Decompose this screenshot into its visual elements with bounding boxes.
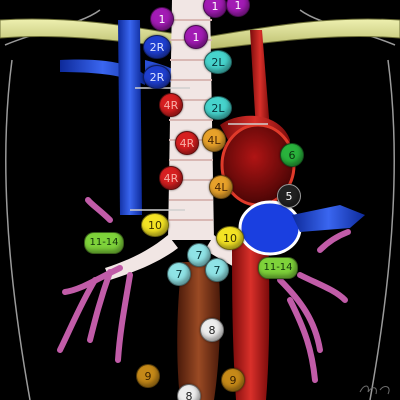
- lymph-node-station-marker: 4L: [202, 128, 226, 152]
- lymph-node-station-marker: 4R: [159, 166, 183, 190]
- lymph-node-station-marker: 7: [205, 258, 229, 282]
- lymph-node-station-marker: 8: [200, 318, 224, 342]
- lymph-node-station-marker: 10: [141, 213, 169, 237]
- lymph-node-station-marker: 7: [167, 262, 191, 286]
- lymph-node-station-marker: 8: [177, 384, 201, 400]
- lymph-node-station-marker: 2R: [143, 65, 171, 89]
- lymph-node-station-marker: 9: [136, 364, 160, 388]
- lymph-node-station-marker: 11-14: [258, 257, 298, 279]
- lymph-node-station-marker: 11-14: [84, 232, 124, 254]
- pulmonary-artery: [238, 200, 365, 256]
- lymph-node-station-marker: 7: [187, 243, 211, 267]
- lymph-node-station-marker: 4R: [159, 93, 183, 117]
- lymph-node-station-marker: 5: [277, 184, 301, 208]
- watermark-signature: [359, 385, 390, 395]
- esophagus: [177, 262, 221, 400]
- right-bronchial-tree: [277, 229, 351, 383]
- lymph-node-station-marker: 4R: [175, 131, 199, 155]
- lymph-node-station-marker: 10: [216, 226, 244, 250]
- left-carotid: [250, 30, 270, 130]
- lymph-node-station-marker: 2R: [143, 35, 171, 59]
- lymph-node-station-marker: 1: [184, 25, 208, 49]
- lymph-node-station-marker: 9: [221, 368, 245, 392]
- lymph-node-station-marker: 4L: [209, 175, 233, 199]
- lymph-node-station-marker: 2L: [204, 96, 232, 120]
- lymph-node-station-marker: 6: [280, 143, 304, 167]
- lymph-node-station-marker: 1: [150, 7, 174, 31]
- lymph-node-station-marker: 2L: [204, 50, 232, 74]
- left-bronchial-tree: [57, 197, 133, 363]
